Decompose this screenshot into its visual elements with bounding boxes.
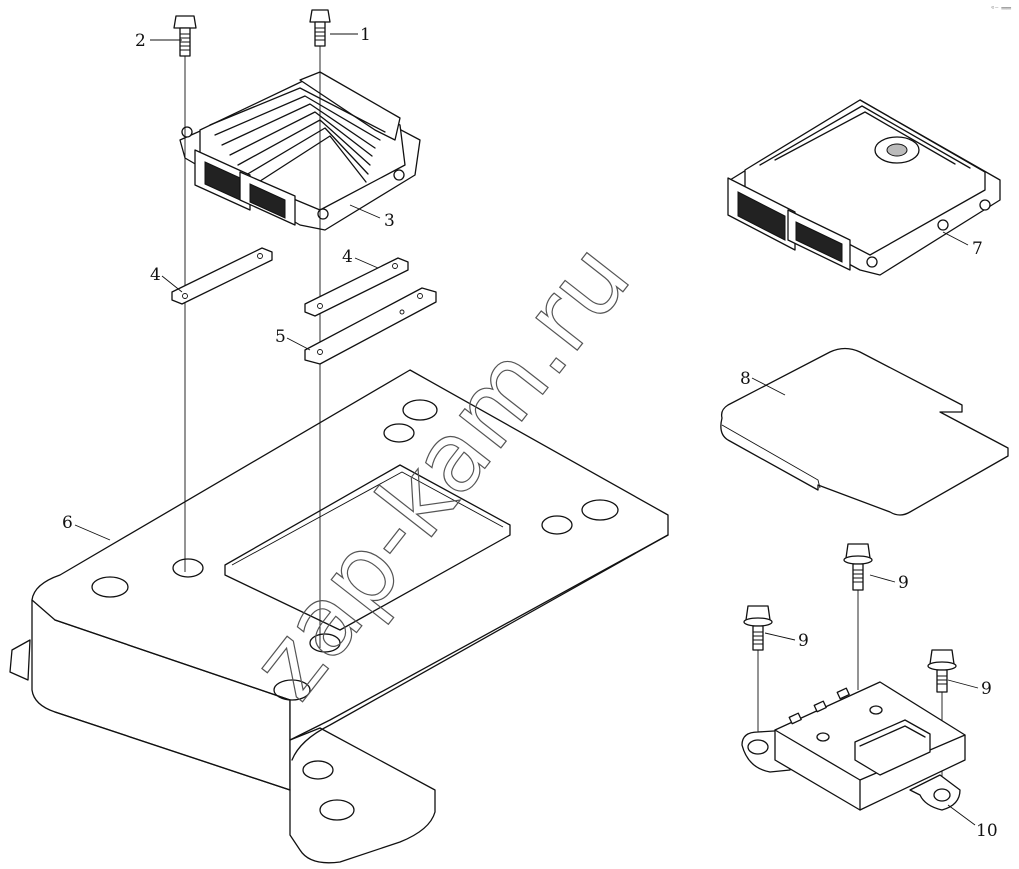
callout-9-left: 9 (798, 631, 809, 651)
ecu-module-part-7 (727, 99, 1001, 276)
bolt-part-9-right (927, 649, 957, 693)
bolt-part-9-middle (843, 543, 873, 591)
callout-7: 7 (972, 239, 983, 259)
callout-1: 1 (360, 25, 371, 45)
callout-3: 3 (384, 211, 395, 231)
callout-2: 2 (135, 31, 146, 51)
callout-4-right: 4 (342, 247, 353, 267)
callout-9-right: 9 (981, 679, 992, 699)
insulation-pad-part-8 (720, 347, 1009, 516)
callout-5: 5 (275, 327, 286, 347)
shim-plate-part-5 (304, 287, 437, 365)
bolt-part-2 (173, 15, 197, 57)
bolt-part-1 (309, 9, 331, 47)
ecu-module-part-3 (179, 71, 421, 231)
callout-9-middle: 9 (898, 573, 909, 593)
leader-lines (74, 33, 979, 826)
callout-10: 10 (976, 821, 998, 841)
callout-4-left: 4 (150, 265, 161, 285)
corner-mark: ᵉ⁻ ══ (991, 4, 1011, 13)
mounting-bracket-part-6 (9, 369, 669, 864)
callout-8: 8 (740, 369, 751, 389)
spacer-plate-part-4-left (171, 247, 273, 305)
bolt-part-9-left (743, 605, 773, 651)
spacer-plate-part-4-right (304, 257, 409, 317)
module-bracket-part-10 (741, 681, 966, 811)
callout-6: 6 (62, 513, 73, 533)
